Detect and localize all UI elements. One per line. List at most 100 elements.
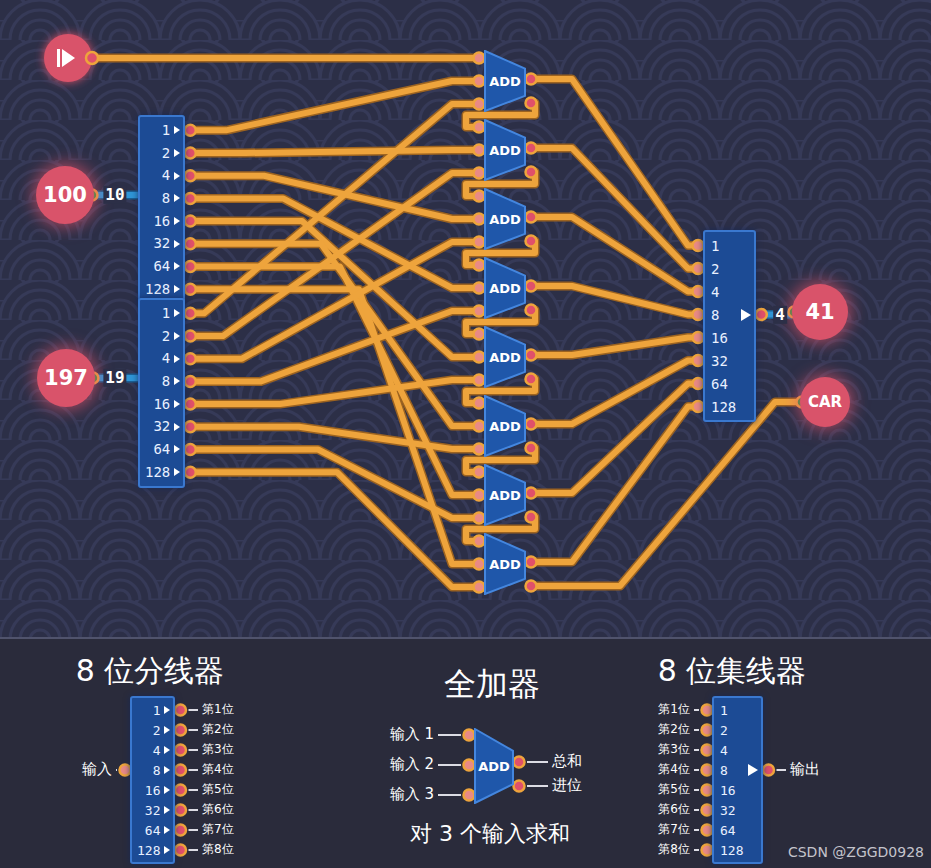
pin bbox=[474, 237, 485, 248]
leader-line bbox=[188, 769, 198, 771]
adder-shape bbox=[485, 120, 525, 180]
bit-row: 4 bbox=[145, 164, 170, 187]
bit-weight: 64 bbox=[153, 258, 170, 274]
pin bbox=[693, 240, 704, 251]
splitter-8bit: 1248163264128 bbox=[130, 696, 175, 864]
bit-weight: 2 bbox=[711, 261, 719, 277]
port-triangle bbox=[741, 309, 751, 321]
bit-row: 16 bbox=[137, 780, 160, 800]
bit-weight: 8 bbox=[153, 763, 161, 778]
pin bbox=[175, 705, 186, 716]
bit-weight: 16 bbox=[153, 213, 170, 229]
port-triangle-shape bbox=[164, 846, 170, 854]
legend-heading: 8 位集线器 bbox=[658, 654, 807, 689]
leader-line bbox=[188, 829, 198, 831]
pin bbox=[175, 745, 186, 756]
pin bbox=[185, 376, 196, 387]
port-triangle bbox=[174, 262, 180, 270]
bit-row: 32 bbox=[145, 232, 170, 255]
bit-row: 8 bbox=[720, 760, 743, 780]
adder-label: ADD bbox=[489, 212, 521, 227]
port-triangle-shape bbox=[174, 400, 180, 408]
pin bbox=[185, 467, 196, 478]
bit-row: 16 bbox=[711, 326, 736, 349]
wire-outline bbox=[526, 407, 703, 563]
pin bbox=[526, 236, 537, 247]
wire bbox=[185, 173, 484, 336]
pin bbox=[526, 557, 537, 568]
port-triangle bbox=[164, 706, 170, 714]
bit-weight: 16 bbox=[711, 330, 728, 346]
pin bbox=[526, 212, 537, 223]
pin bbox=[474, 467, 485, 478]
bit-weight: 64 bbox=[711, 376, 728, 392]
pin bbox=[474, 513, 485, 524]
pin bbox=[474, 582, 485, 593]
splitter-8bit: 1248163264128 bbox=[138, 298, 185, 488]
bit-row: 2 bbox=[711, 257, 736, 280]
wire bbox=[185, 311, 484, 381]
legend-label: 第1位 bbox=[658, 703, 690, 717]
pin bbox=[514, 757, 525, 768]
leader-line bbox=[527, 761, 548, 763]
pin bbox=[175, 785, 186, 796]
wire bbox=[185, 81, 484, 130]
legend-label: 第5位 bbox=[202, 783, 234, 797]
pin bbox=[702, 705, 713, 716]
leader-line bbox=[116, 769, 117, 771]
pin bbox=[526, 143, 537, 154]
legend-label: 第4位 bbox=[658, 763, 690, 777]
bit-row: 8 bbox=[145, 187, 170, 210]
bit-weight: 4 bbox=[720, 743, 728, 758]
wire bbox=[185, 242, 484, 359]
port-triangle bbox=[174, 149, 180, 157]
io-pin: CAR bbox=[800, 377, 850, 427]
full-adder: ADD bbox=[484, 533, 526, 595]
port-triangle-shape bbox=[174, 355, 180, 363]
io-pin: 197 bbox=[37, 349, 95, 407]
pin bbox=[474, 536, 485, 547]
bit-weight: 64 bbox=[720, 823, 736, 838]
leader-line bbox=[694, 709, 699, 711]
pin bbox=[175, 765, 186, 776]
leader-line bbox=[694, 769, 699, 771]
pin bbox=[464, 760, 475, 771]
pin bbox=[693, 263, 704, 274]
pin bbox=[185, 125, 196, 136]
port-triangle bbox=[174, 445, 180, 453]
port-triangle bbox=[174, 332, 180, 340]
start-icon-bar bbox=[57, 49, 60, 67]
pin bbox=[526, 488, 537, 499]
port-triangle bbox=[164, 806, 170, 814]
leader-line bbox=[694, 849, 699, 851]
bit-weight: 32 bbox=[153, 235, 170, 251]
leader-line bbox=[188, 729, 198, 731]
wave-texture bbox=[0, 0, 931, 637]
wire-outline bbox=[526, 338, 703, 356]
bit-row: 16 bbox=[720, 780, 743, 800]
bit-weight: 2 bbox=[162, 328, 170, 344]
adder-shape bbox=[485, 396, 525, 456]
bit-weight: 128 bbox=[145, 464, 170, 480]
pin bbox=[474, 191, 485, 202]
wire bbox=[526, 407, 703, 563]
port-triangle-shape bbox=[164, 786, 170, 794]
leader-line bbox=[694, 829, 699, 831]
wire-outline bbox=[185, 81, 484, 130]
full-adder: ADD bbox=[484, 188, 526, 250]
leader-line bbox=[694, 749, 699, 751]
bit-row: 64 bbox=[137, 820, 160, 840]
leader-line bbox=[438, 734, 461, 736]
adder-label: ADD bbox=[489, 74, 521, 89]
leader-line bbox=[188, 709, 198, 711]
bit-weight: 128 bbox=[711, 399, 736, 415]
bit-weight: 4 bbox=[153, 743, 161, 758]
pin bbox=[526, 419, 537, 430]
pin bbox=[185, 331, 196, 342]
pin bbox=[756, 309, 767, 320]
bit-row: 4 bbox=[720, 740, 743, 760]
start-icon-triangle bbox=[62, 49, 75, 67]
bit-row: 64 bbox=[145, 438, 170, 461]
